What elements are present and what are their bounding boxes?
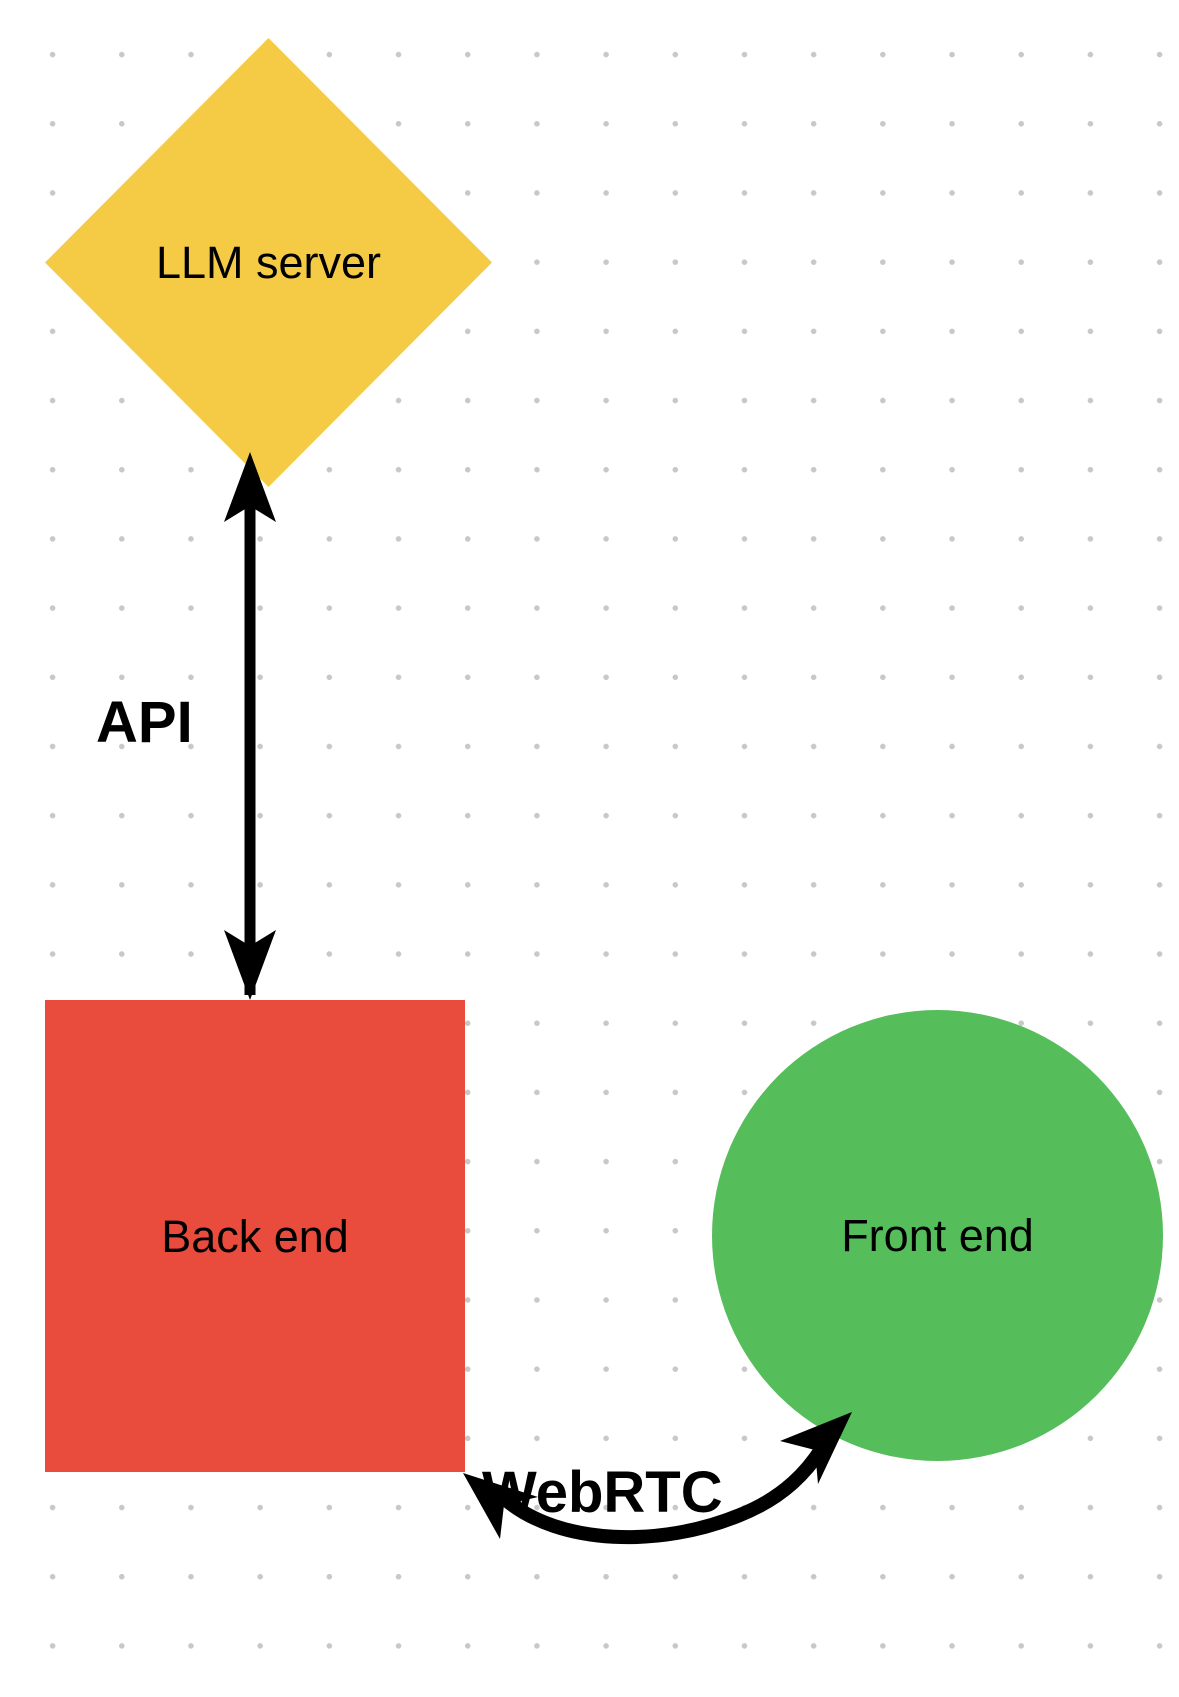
node-llm-server[interactable]: LLM server [45, 38, 492, 487]
edge-api-arrow [224, 452, 276, 1000]
edge-label-api: API [96, 690, 193, 755]
api-arrowhead-down [224, 930, 276, 1000]
node-back-end[interactable]: Back end [45, 1000, 465, 1472]
node-front-end[interactable]: Front end [712, 1010, 1163, 1461]
node-label-front-end: Front end [841, 1210, 1034, 1261]
node-label-back-end: Back end [161, 1210, 349, 1262]
node-label-llm-server: LLM server [155, 237, 382, 288]
edge-label-webrtc: WebRTC [482, 1460, 723, 1525]
